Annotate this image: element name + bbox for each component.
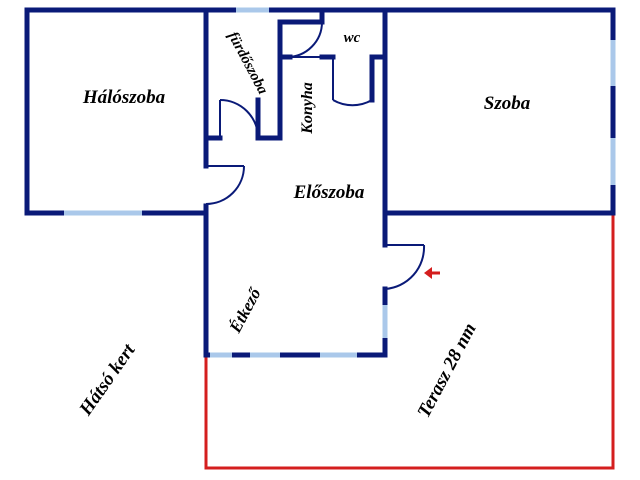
- door-wc: [332, 57, 373, 107]
- door-bathroom: [219, 99, 259, 139]
- door-bedroom: [205, 165, 245, 205]
- label-wc: wc: [344, 30, 361, 46]
- label-haloszoba: Hálószoba: [82, 87, 166, 108]
- label-furdoszoba: fürdőszoba: [224, 29, 270, 97]
- terrace-outline: [204, 213, 615, 470]
- entrance-arrow-icon: [424, 267, 440, 279]
- label-szoba: Szoba: [484, 93, 531, 114]
- label-terasz: Terasz 28 nm: [414, 320, 481, 422]
- label-konyha: Konyha: [299, 82, 316, 135]
- label-hatso-kert: Hátsó kert: [75, 340, 140, 420]
- windows: [64, 7, 616, 358]
- label-etkezo: Étkező: [225, 284, 265, 337]
- label-eloszoba: Előszoba: [293, 182, 365, 203]
- door-bathroom-upper: [280, 21, 323, 58]
- doors: [205, 21, 426, 290]
- door-entrance: [384, 244, 426, 290]
